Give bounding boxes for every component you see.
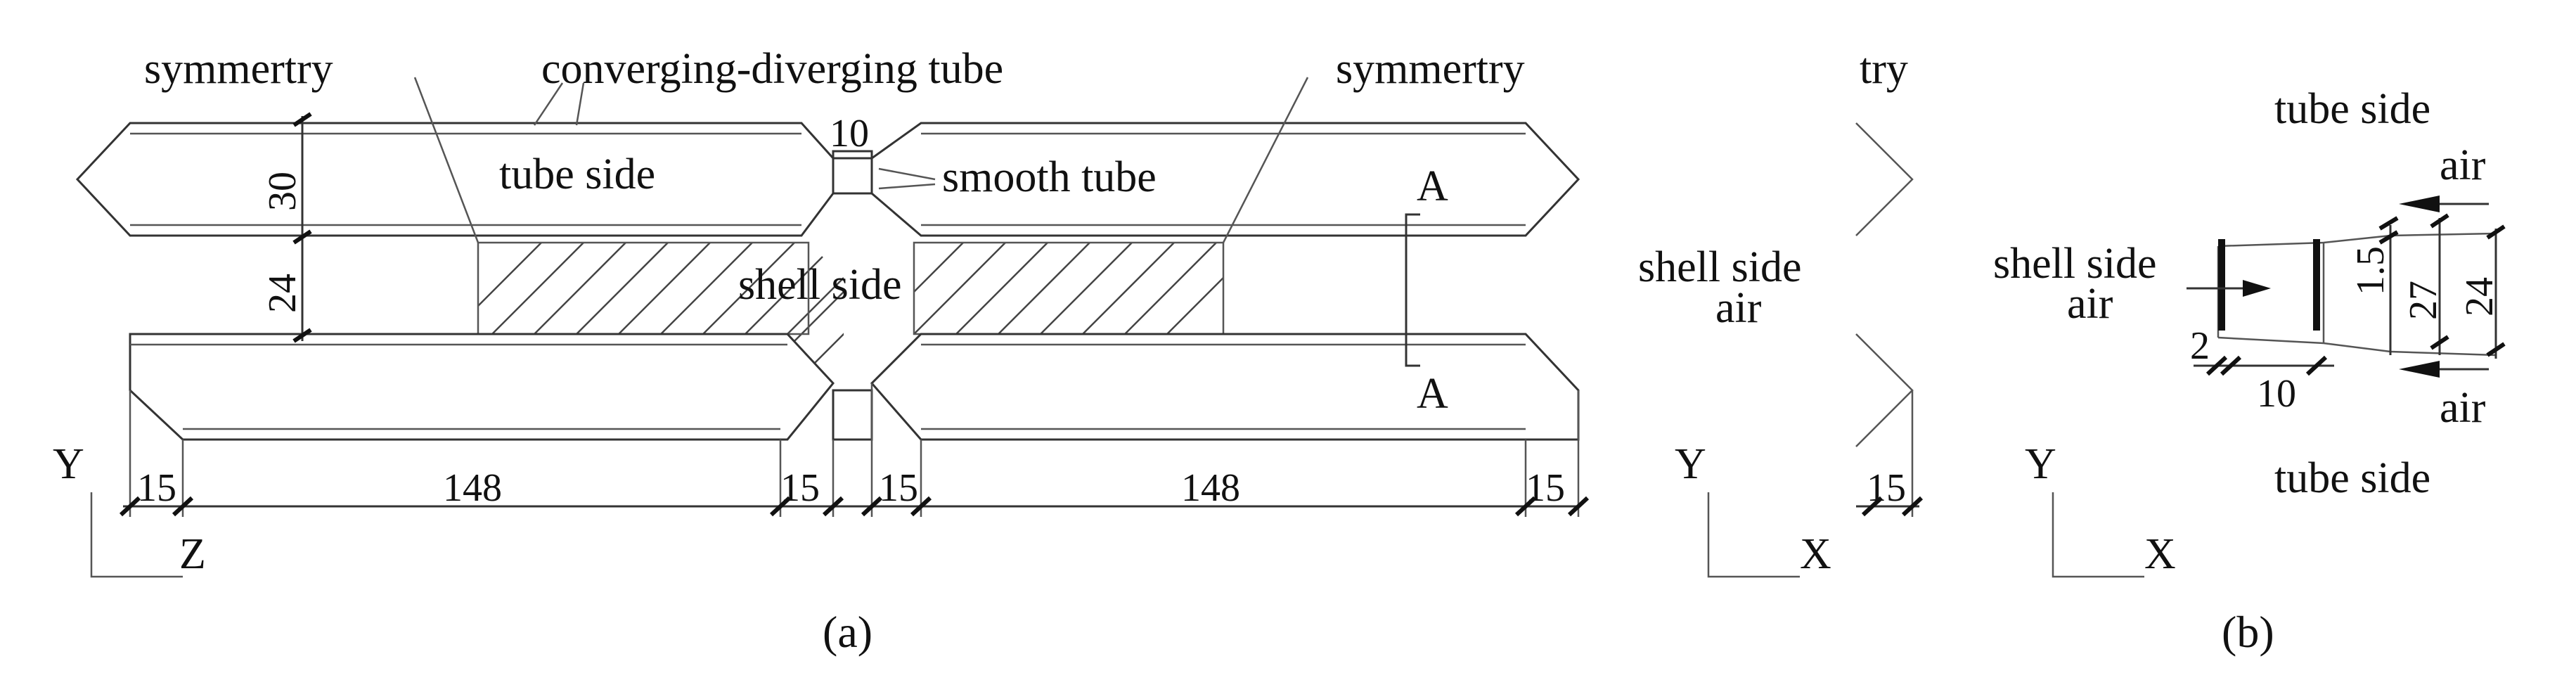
label-section-a-top: A (1417, 162, 1448, 210)
leader-smooth-tube-2 (878, 183, 936, 190)
section-bottom-edge (2217, 336, 2497, 357)
leader-cd-tube-1 (533, 82, 564, 126)
label-b-axis-y: Y (2025, 440, 2056, 488)
dim-24: 24 (261, 274, 304, 313)
label-symmetry-right: symmertry (1336, 45, 1525, 93)
leader-symmetry-left (413, 77, 479, 243)
caption-b: (b) (2222, 607, 2274, 657)
mid-tube-top (1855, 122, 1914, 236)
dim-15-c: 15 (879, 466, 918, 510)
dim-30: 30 (261, 172, 304, 211)
dim-b-27: 27 (2402, 281, 2445, 320)
mid-tube-bottom (1855, 333, 1914, 447)
label-axis-z: Z (179, 530, 206, 578)
dim-10: 10 (830, 112, 869, 155)
dim-148-b: 148 (1181, 466, 1240, 510)
panel-b: tube side air shell side air air tube si… (1993, 85, 2506, 657)
smooth-tube-top (832, 157, 873, 195)
leader-smooth-tube-1 (878, 167, 936, 181)
label-smooth-tube: smooth tube (942, 153, 1157, 201)
label-mid-air: air (1715, 284, 1762, 332)
axis-yx-b (2052, 492, 2144, 578)
label-symmetry-left: symmertry (144, 45, 333, 93)
label-section-a-bottom: A (1417, 370, 1448, 418)
label-tube-side: tube side (499, 150, 655, 198)
label-tube-side-bottom: tube side (2274, 454, 2430, 502)
section-marker (1405, 213, 1420, 367)
leader-symmetry-right (1222, 77, 1309, 243)
air-bottom-arrowhead (2399, 361, 2440, 378)
label-air-top: air (2440, 141, 2486, 189)
dim-b-24: 24 (2458, 277, 2501, 316)
air-top-arrowhead (2399, 196, 2440, 212)
label-mid-shell-side: shell side (1638, 243, 1801, 291)
smooth-tube-bottom (832, 389, 873, 441)
label-tube-side-top: tube side (2274, 85, 2430, 133)
upper-tube-left (75, 122, 835, 237)
axis-yz (90, 492, 183, 578)
axis-yx-mid (1707, 492, 1800, 578)
section-top-edge (2217, 232, 2497, 248)
lower-tube-right (870, 333, 1580, 441)
dim-15-b: 15 (780, 466, 820, 510)
dim-148-a: 148 (443, 466, 502, 510)
label-air-bottom: air (2440, 384, 2486, 432)
dim-b-2: 2 (2190, 324, 2210, 368)
label-shell-side: shell side (738, 261, 901, 309)
label-axis-y: Y (53, 440, 84, 488)
label-b-axis-x: X (2144, 530, 2176, 578)
label-mid-axis-x: X (1800, 530, 1831, 578)
shell-air-arrowhead (2243, 280, 2271, 297)
label-b-shell-side: shell side (1993, 240, 2156, 288)
label-mid-axis-y: Y (1675, 440, 1706, 488)
label-cd-tube: converging-diverging tube (541, 45, 1003, 93)
leader-cd-tube-2 (575, 82, 585, 126)
shell-side-hatch-right (913, 241, 1225, 335)
dim-15-d: 15 (1526, 466, 1565, 510)
dim-b-1-5: 1.5 (2349, 246, 2393, 295)
dim-15-a: 15 (137, 466, 176, 510)
label-b-shell-air: air (2067, 280, 2113, 328)
dim-mid-15: 15 (1867, 466, 1906, 510)
label-symmetry-partial: try (1860, 45, 1908, 93)
lower-tube-left (129, 333, 835, 441)
dim-b-10: 10 (2257, 372, 2296, 416)
caption-a: (a) (823, 607, 872, 657)
dim-gap (832, 150, 873, 160)
panel-a: symmertry converging-diverging tube symm… (53, 45, 1590, 657)
panel-middle: try shell side air Y X 15 (1638, 45, 1924, 578)
